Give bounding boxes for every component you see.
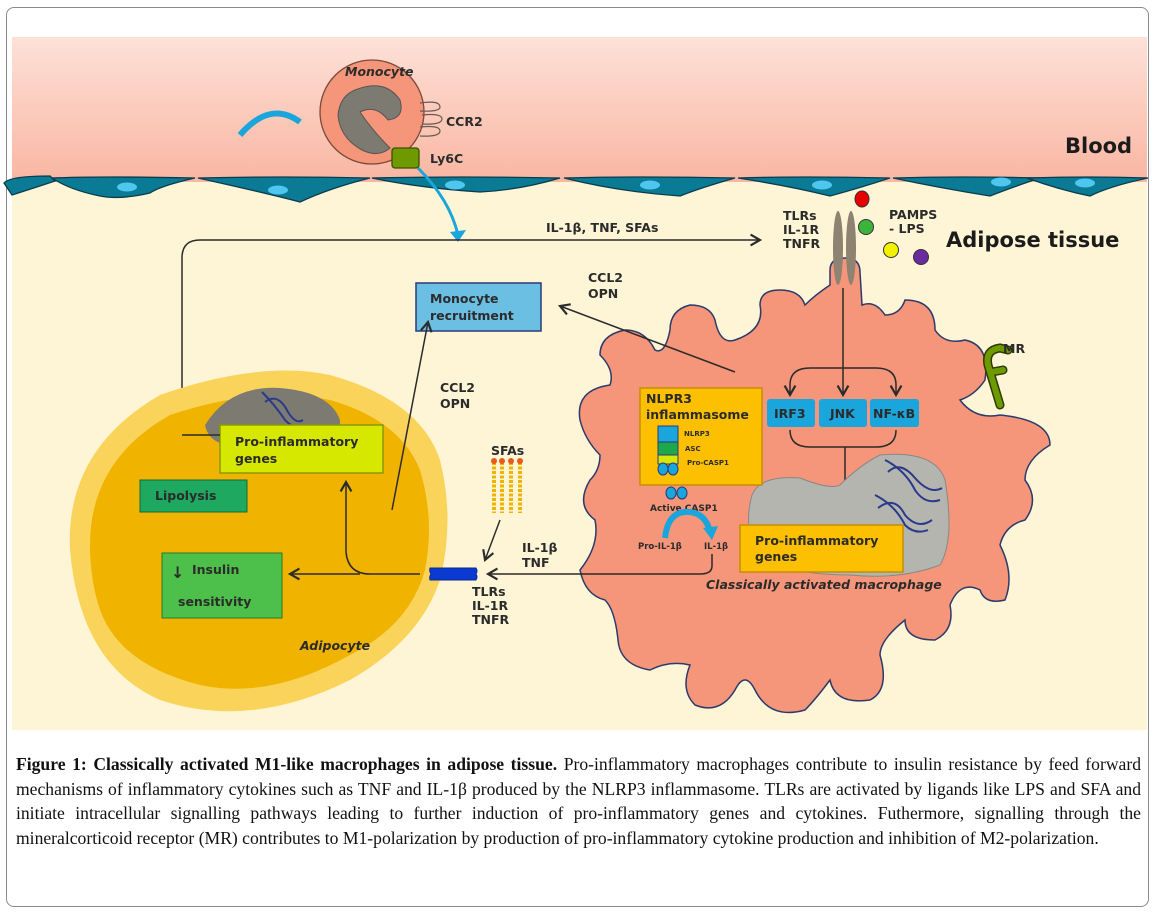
inflammasome-title-line1: NLPR3 bbox=[646, 391, 692, 406]
blood-label: Blood bbox=[1065, 134, 1132, 158]
adipocyte-receptor-tnfr: TNFR bbox=[472, 612, 510, 627]
top-signal-label: IL-1β, TNF, SFAs bbox=[546, 220, 658, 235]
opn-label-adipocyte: OPN bbox=[440, 396, 470, 411]
figure-caption: Figure 1: Classically activated M1-like … bbox=[16, 752, 1141, 850]
tlr-receptor-icon bbox=[833, 211, 856, 285]
endothelial-nuclei bbox=[117, 177, 1095, 195]
caption-body: Pro-inflammatory macrophages contribute … bbox=[16, 754, 1141, 848]
macrophage-genes-line2: genes bbox=[755, 549, 797, 564]
inflammasome-complex-icon bbox=[657, 425, 679, 476]
svg-text:JNK: JNK bbox=[829, 406, 856, 421]
macrophage-receptor-tnfr: TNFR bbox=[783, 236, 821, 251]
cleavage-arrow-icon bbox=[662, 508, 713, 539]
ccl2-label-macrophage: CCL2 bbox=[588, 270, 623, 285]
pathway-jnk: JNK bbox=[819, 399, 867, 427]
pathway-nfkb: NF-κB bbox=[870, 399, 919, 427]
component-nlrp3: NLRP3 bbox=[684, 430, 710, 438]
sfas-arrow bbox=[482, 519, 501, 563]
ccl2-arrow-macrophage bbox=[557, 303, 736, 373]
pamps-ligands-icon bbox=[854, 190, 929, 265]
adipocyte-label: Adipocyte bbox=[299, 638, 370, 653]
ly6c-label: Ly6C bbox=[430, 151, 463, 166]
pathway-arrows bbox=[783, 288, 903, 523]
svg-text:NF-κB: NF-κB bbox=[873, 406, 915, 421]
adipocyte-receptor-icon bbox=[429, 567, 478, 581]
pro-il1b-label: Pro-IL-1β bbox=[638, 542, 682, 552]
monocyte-recruitment-box bbox=[415, 282, 542, 332]
il1b-label-arrow: IL-1β bbox=[522, 540, 558, 555]
adipocyte-genes-line1: Pro-inflammatory bbox=[235, 434, 358, 449]
adipocyte-genes-box bbox=[219, 424, 384, 474]
ccr2-label: CCR2 bbox=[446, 114, 483, 129]
ccl2-label-adipocyte: CCL2 bbox=[440, 380, 475, 395]
lipolysis-label: Lipolysis bbox=[155, 488, 216, 503]
monocyte-label: Monocyte bbox=[345, 64, 414, 79]
adipose-tissue-label: Adipose tissue bbox=[946, 228, 1119, 252]
sfas-lipids-icon bbox=[491, 458, 523, 513]
sfas-label: SFAs bbox=[491, 443, 524, 458]
blood-region bbox=[12, 37, 1147, 182]
il1b-arrow bbox=[485, 554, 713, 581]
component-asc: ASC bbox=[685, 445, 701, 453]
pamps-label: PAMPS bbox=[889, 207, 937, 222]
mr-label: MR bbox=[1003, 341, 1025, 356]
macrophage-genes-box bbox=[739, 524, 904, 573]
insulin-label: Insulin bbox=[192, 562, 239, 577]
macrophage-receptor-tlrs: TLRs bbox=[783, 208, 817, 223]
figure-diagram: Blood Adipose tissue Monocyte CCR2 Ly6C … bbox=[3, 37, 1149, 730]
adipocyte-receptor-il1r: IL-1R bbox=[472, 598, 509, 613]
caption-title: Figure 1: Classically activated M1-like … bbox=[16, 754, 558, 774]
component-pro-casp1: Pro-CASP1 bbox=[687, 459, 729, 467]
pathway-irf3: IRF3 bbox=[767, 399, 815, 427]
dna-icon bbox=[874, 459, 943, 533]
adipocyte-receptor-tlrs: TLRs bbox=[472, 584, 506, 599]
macrophage-genes-line1: Pro-inflammatory bbox=[755, 533, 878, 548]
il1b-label: IL-1β bbox=[704, 542, 728, 552]
feedback-arrow-top bbox=[181, 233, 763, 470]
tnf-label-arrow: TNF bbox=[522, 555, 550, 570]
svg-text:IRF3: IRF3 bbox=[774, 406, 806, 421]
active-casp1-icon bbox=[665, 486, 688, 500]
adipocyte-genes-line2: genes bbox=[235, 451, 277, 466]
macrophage-receptor-il1r: IL-1R bbox=[783, 222, 820, 237]
monocyte-cell bbox=[237, 59, 466, 242]
inflammasome-title-line2: inflammasome bbox=[646, 407, 749, 422]
macrophage-label: Classically activated macrophage bbox=[706, 577, 942, 592]
monocyte-recruitment-line2: recruitment bbox=[430, 308, 514, 323]
monocyte-recruitment-line1: Monocyte bbox=[430, 291, 499, 306]
lipolysis-box bbox=[139, 479, 248, 513]
opn-label-macrophage: OPN bbox=[588, 286, 618, 301]
adipocyte-arrows bbox=[287, 319, 433, 581]
down-arrow-icon: ↓ bbox=[171, 563, 184, 582]
active-casp1-label: Active CASP1 bbox=[650, 504, 718, 514]
insulin-sensitivity-box bbox=[161, 552, 283, 619]
sensitivity-label: sensitivity bbox=[178, 594, 251, 609]
lps-label: - LPS bbox=[889, 221, 925, 236]
